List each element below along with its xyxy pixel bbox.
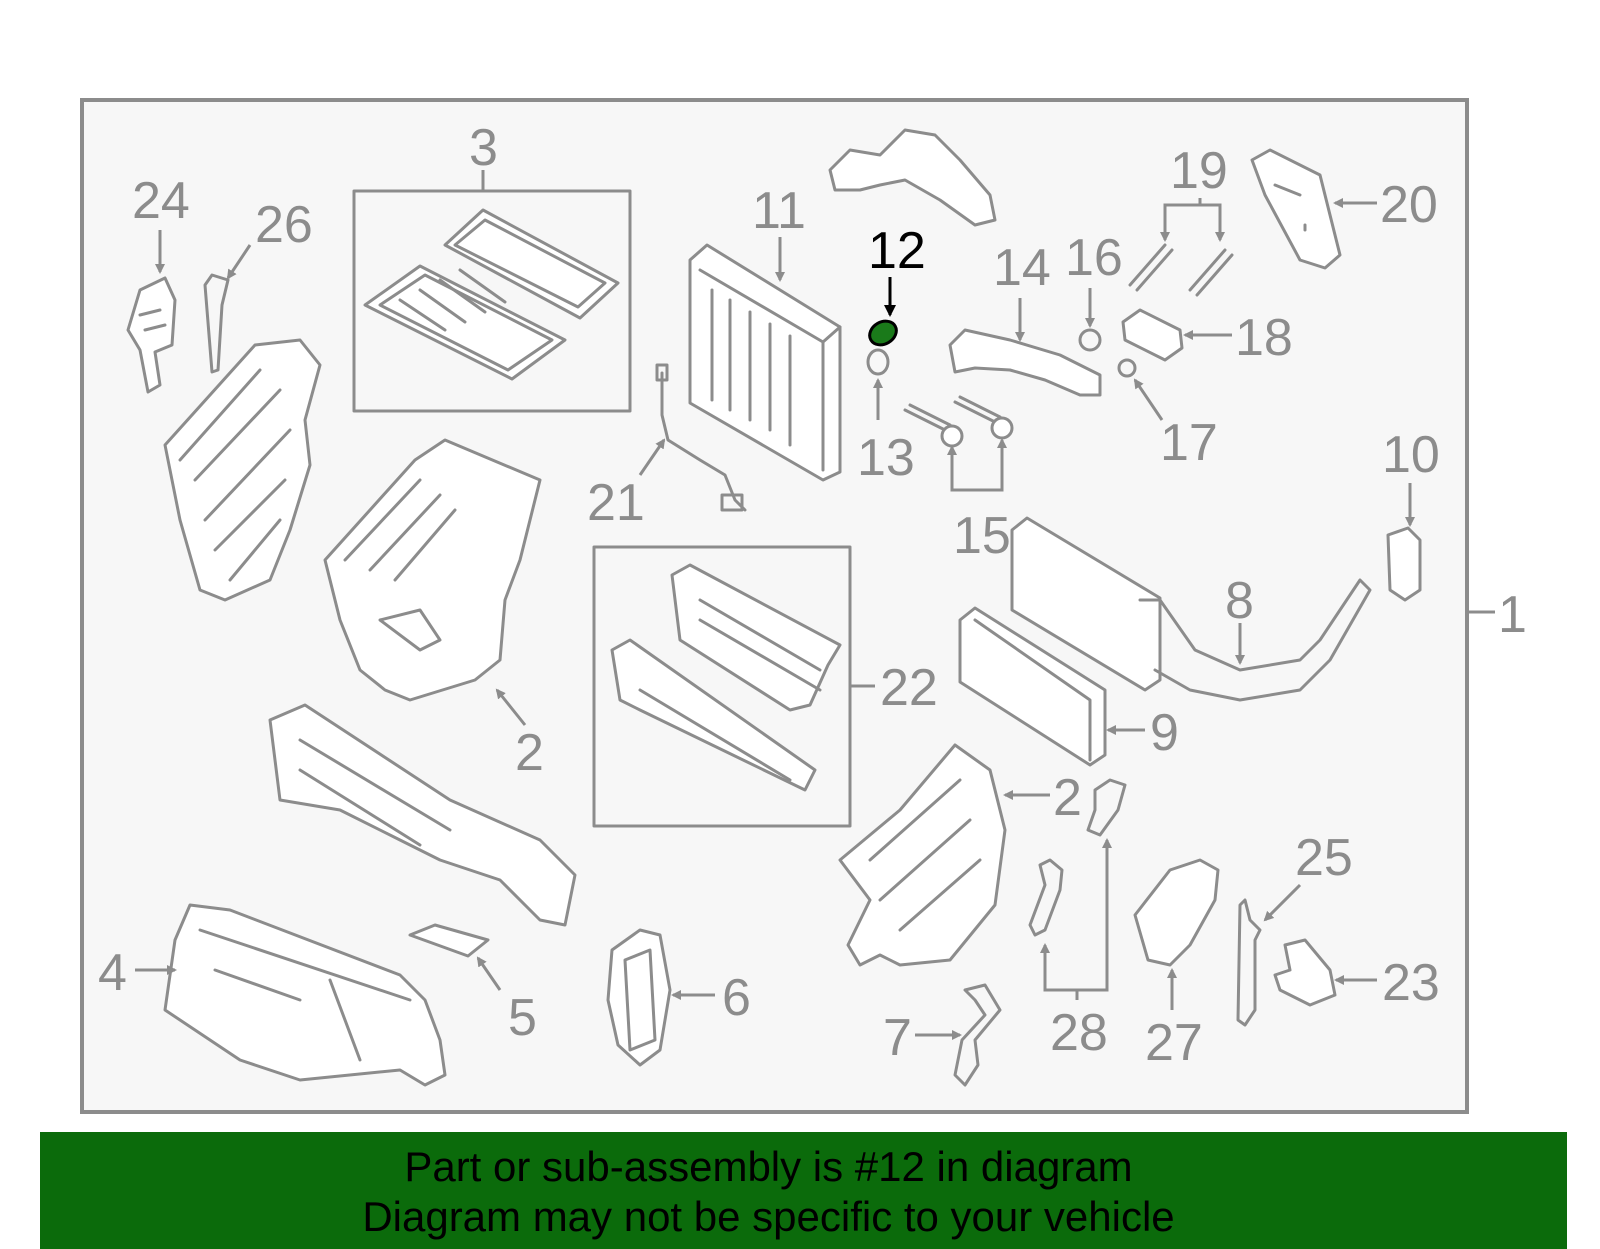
part-19-bolts bbox=[1128, 243, 1234, 297]
part-6-seal bbox=[606, 928, 672, 1067]
part-12-seal-highlighted bbox=[868, 319, 898, 347]
callout-14: 14 bbox=[993, 239, 1051, 297]
callout-27: 27 bbox=[1145, 1014, 1203, 1072]
callout-22: 22 bbox=[880, 659, 938, 717]
banner-line-2: Diagram may not be specific to your vehi… bbox=[362, 1193, 1175, 1240]
part-13-oring bbox=[866, 348, 890, 376]
part-23-actuator bbox=[1273, 938, 1337, 1007]
callout-13: 13 bbox=[857, 429, 915, 487]
callout-17: 17 bbox=[1160, 414, 1218, 472]
callout-1: 1 bbox=[1498, 586, 1527, 644]
part-3-filter-box bbox=[352, 189, 632, 413]
callout-8: 8 bbox=[1225, 572, 1254, 630]
part-10-sensor bbox=[1386, 526, 1422, 602]
part-8-heater-core bbox=[1010, 516, 1372, 702]
callout-2-middle: 2 bbox=[515, 724, 544, 782]
leader-lines bbox=[135, 170, 1495, 1040]
callout-10: 10 bbox=[1382, 426, 1440, 484]
callout-9: 9 bbox=[1150, 704, 1179, 762]
part-20-gasket bbox=[1250, 148, 1342, 270]
part-28-links bbox=[1028, 778, 1127, 937]
callout-25: 25 bbox=[1295, 829, 1353, 887]
callout-16: 16 bbox=[1065, 229, 1123, 287]
callout-18: 18 bbox=[1235, 309, 1293, 367]
callout-28: 28 bbox=[1050, 1004, 1108, 1062]
callout-2-right: 2 bbox=[1053, 769, 1082, 827]
callout-21: 21 bbox=[587, 474, 645, 532]
part-notice-banner: Part or sub-assembly is #12 in diagram D… bbox=[40, 1132, 1567, 1249]
part-26-link bbox=[203, 273, 230, 374]
callout-19: 19 bbox=[1170, 142, 1228, 200]
callout-labels: 1 2 2 3 4 5 6 7 8 9 10 11 12 13 14 15 16… bbox=[98, 119, 1527, 1072]
part-25-link bbox=[1236, 898, 1262, 1027]
part-7-hose bbox=[953, 983, 1002, 1087]
part-27-actuator bbox=[1133, 858, 1220, 967]
part-21-wire-harness bbox=[655, 363, 747, 512]
pipe-bracket-top bbox=[828, 128, 997, 227]
callout-26: 26 bbox=[255, 196, 313, 254]
callout-23: 23 bbox=[1382, 954, 1440, 1012]
part-18-block bbox=[1121, 308, 1184, 362]
part-11-evaporator bbox=[688, 243, 842, 482]
part-24-actuator bbox=[126, 276, 177, 394]
part-2-housing-middle bbox=[323, 438, 542, 702]
callout-11: 11 bbox=[752, 182, 806, 240]
callout-5: 5 bbox=[508, 989, 537, 1047]
part-14-pipe bbox=[948, 328, 1102, 397]
part-16-oring bbox=[1078, 328, 1102, 352]
part-2-housing-right bbox=[838, 743, 1007, 967]
part-2-housing-lower-left bbox=[268, 703, 577, 927]
part-2-housing-upper bbox=[163, 338, 322, 602]
callout-7: 7 bbox=[883, 1009, 912, 1067]
callout-6: 6 bbox=[722, 969, 751, 1027]
banner-line-1: Part or sub-assembly is #12 in diagram bbox=[404, 1143, 1133, 1190]
part-9-core bbox=[958, 606, 1107, 767]
part-5-plate bbox=[408, 923, 490, 958]
callout-20: 20 bbox=[1380, 176, 1438, 234]
part-17-oring bbox=[1117, 358, 1137, 378]
callout-24: 24 bbox=[132, 172, 190, 230]
callout-3: 3 bbox=[469, 119, 498, 177]
callout-4: 4 bbox=[98, 944, 127, 1002]
part-4-case bbox=[163, 903, 447, 1087]
callout-12-highlighted: 12 bbox=[868, 222, 926, 280]
callout-15: 15 bbox=[953, 507, 1011, 565]
